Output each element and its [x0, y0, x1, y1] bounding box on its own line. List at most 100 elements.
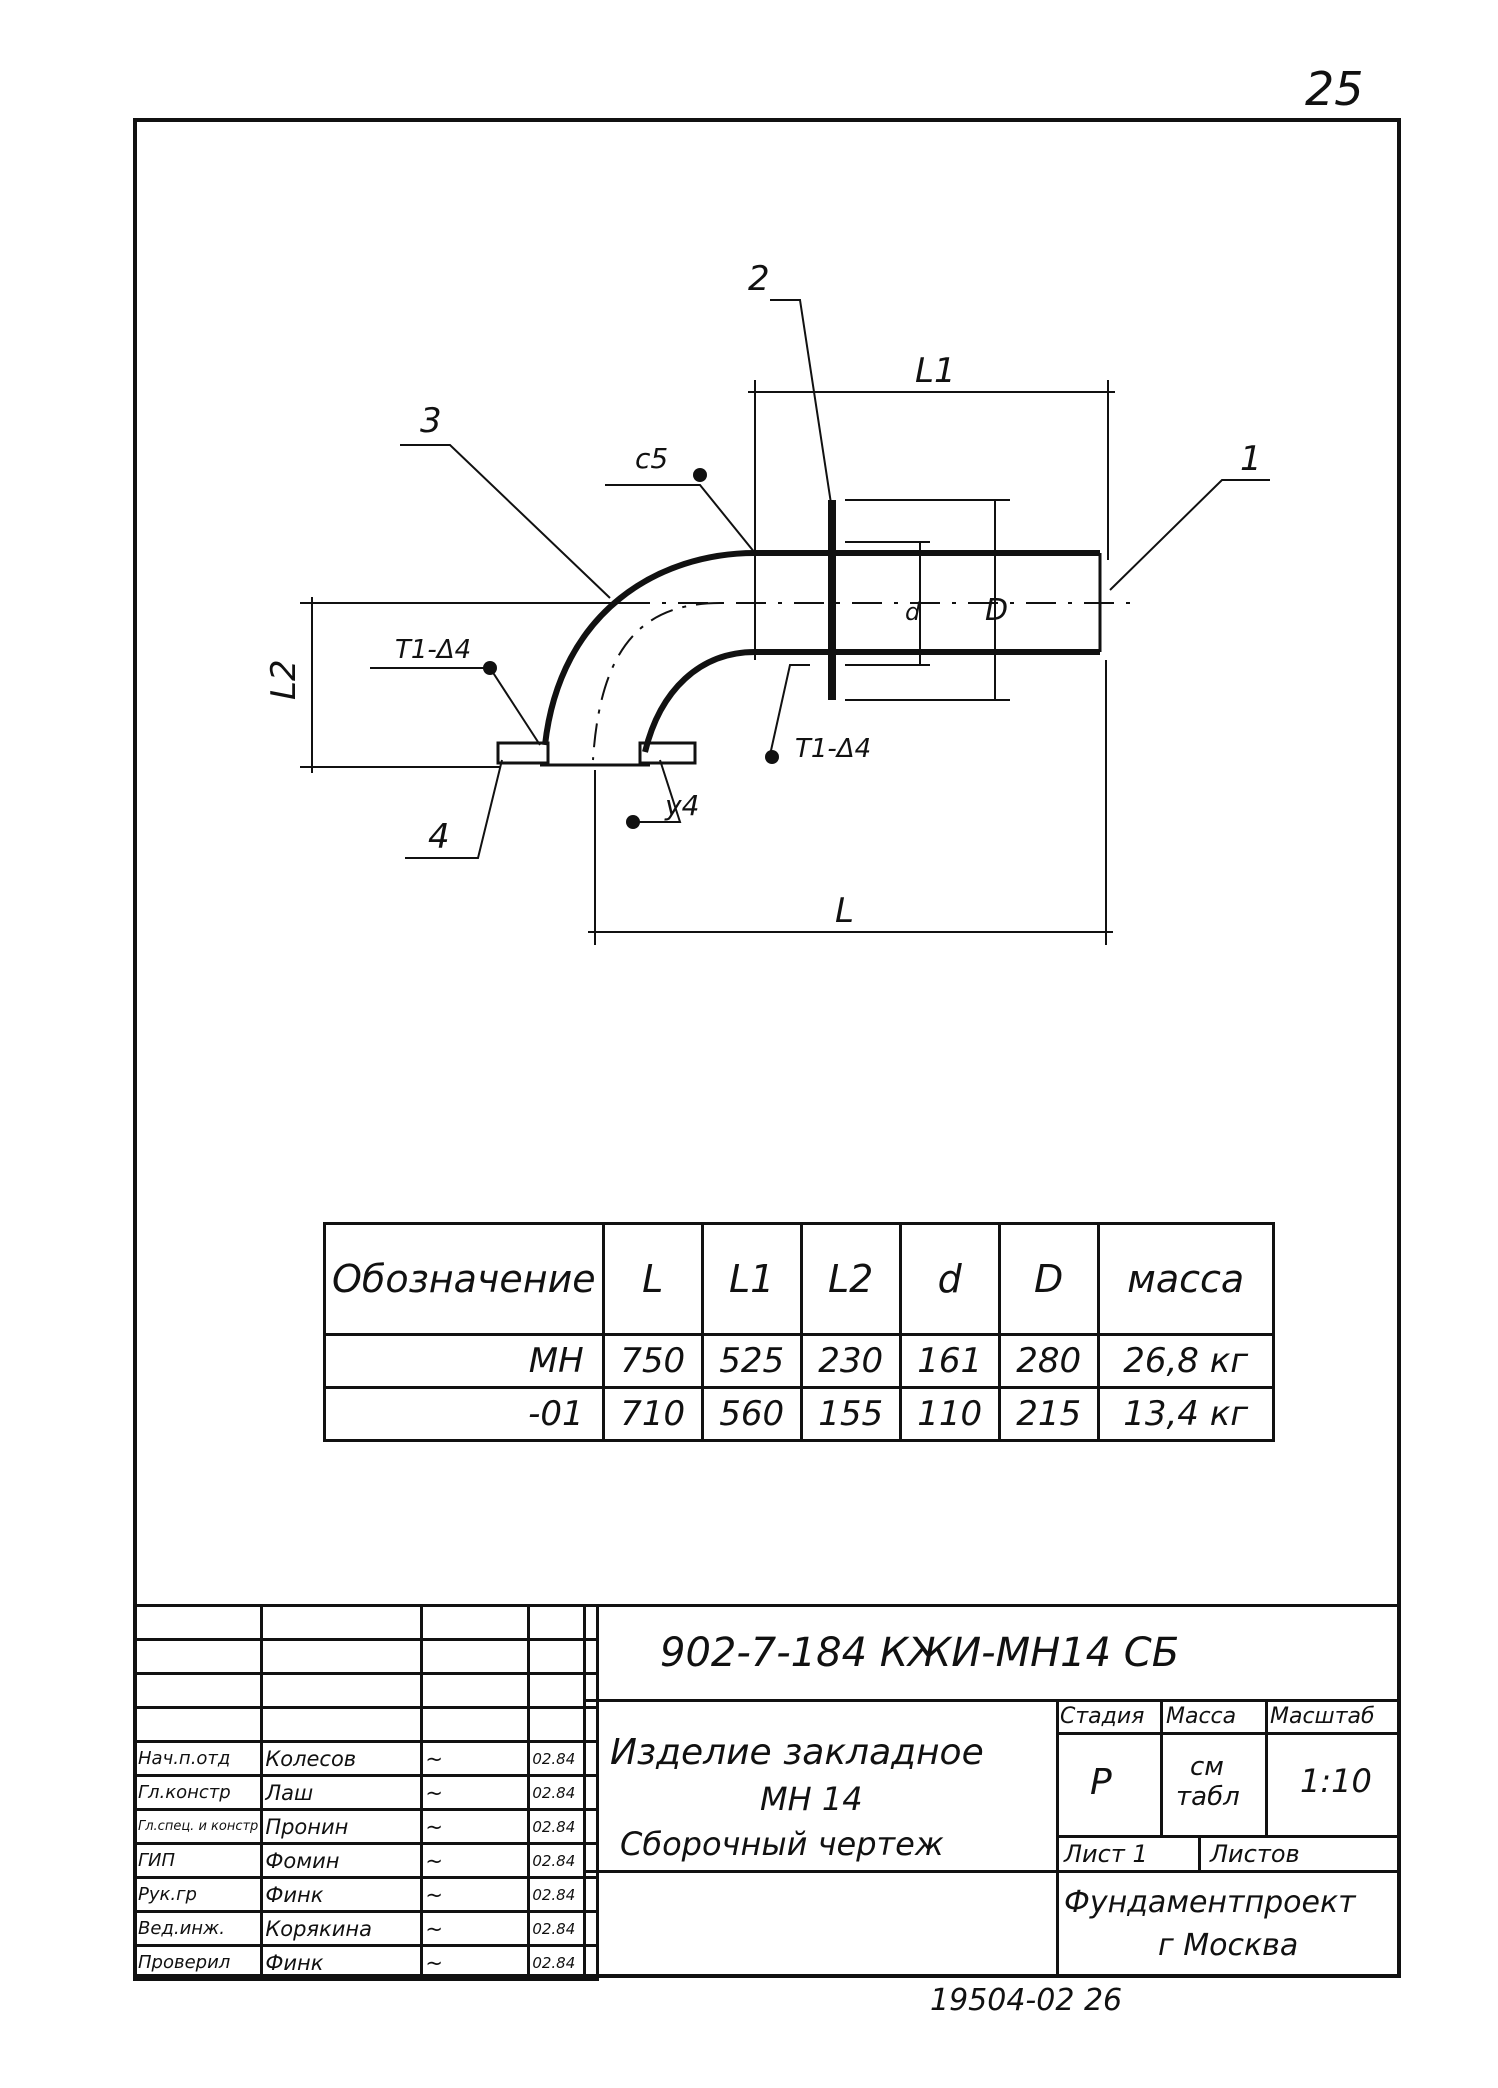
spec-cell: 710 — [601, 1386, 704, 1442]
signature: ~ — [420, 1944, 531, 1981]
signature: ~ — [420, 1808, 531, 1845]
signature: ~ — [420, 1740, 531, 1777]
spec-header: L2 — [799, 1222, 902, 1336]
organization: Фундаментпроект — [1064, 1885, 1356, 1920]
spec-header: d — [898, 1222, 1001, 1336]
signer-role: Рук.гр — [132, 1876, 264, 1913]
leader-y4 — [632, 759, 682, 823]
callout-1: 1 — [1240, 439, 1262, 479]
sheet-number: 25 — [1305, 62, 1364, 116]
spec-header: Обозначение — [323, 1222, 605, 1336]
bend-inner — [642, 649, 756, 753]
title-line-3: Сборочный чертеж — [620, 1825, 944, 1863]
city: г Москва — [1158, 1928, 1299, 1963]
weld-label-y4: y4 — [664, 789, 699, 822]
ring-left — [496, 741, 550, 765]
signer-name: Фомин — [260, 1842, 424, 1879]
spec-header: масса — [1096, 1222, 1275, 1336]
spec-cell: 110 — [898, 1386, 1001, 1442]
dim-D: D — [985, 593, 1008, 628]
table-row: Вед.инж.Корякина~02.84 — [132, 1910, 600, 1947]
title-line-1: Изделие закладное — [610, 1732, 984, 1773]
signature: ~ — [420, 1910, 531, 1947]
signer-name: Финк — [260, 1944, 424, 1981]
bend-outer — [542, 550, 756, 746]
spec-cell: 155 — [799, 1386, 902, 1442]
stage-value: Р — [1090, 1762, 1112, 1803]
signer-name: Лаш — [260, 1774, 424, 1811]
spec-table: Обозначение L L1 L2 d D масса МН 750 525… — [323, 1222, 1275, 1442]
signer-role: Вед.инж. — [132, 1910, 264, 1947]
table-row: -01 710 560 155 110 215 13,4 кг — [323, 1386, 1275, 1442]
signer-role: ГИП — [132, 1842, 264, 1879]
leader-4 — [405, 759, 503, 859]
title-line-2: МН 14 — [760, 1780, 863, 1818]
document-code: 902-7-184 КЖИ-МН14 СБ — [660, 1630, 1180, 1676]
spec-cell: 560 — [700, 1386, 803, 1442]
callout-3: 3 — [420, 401, 442, 441]
callout-4: 4 — [428, 817, 450, 857]
sign-date: 02.84 — [527, 1944, 600, 1981]
spec-cell: 161 — [898, 1333, 1001, 1389]
signature: ~ — [420, 1876, 531, 1913]
signer-role: Нач.п.отд — [132, 1740, 264, 1777]
leader-2 — [770, 299, 833, 511]
spec-header-row: Обозначение L L1 L2 d D масса — [323, 1222, 1275, 1336]
spec-cell: 215 — [997, 1386, 1100, 1442]
mass-header: Масса — [1166, 1704, 1237, 1729]
dim-l: L — [835, 891, 854, 931]
leader-t1-left — [370, 667, 541, 746]
stage-header: Стадия — [1060, 1704, 1145, 1729]
signer-name: Пронин — [260, 1808, 424, 1845]
leader-t1-right — [769, 664, 810, 756]
signer-role: Гл.констр — [132, 1774, 264, 1811]
spec-header: D — [997, 1222, 1100, 1336]
sheet-label: Лист 1 — [1064, 1840, 1148, 1868]
sign-date: 02.84 — [527, 1910, 600, 1947]
dim-l2: L2 — [264, 659, 304, 700]
spec-header: L1 — [700, 1222, 803, 1336]
signer-name: Колесов — [260, 1740, 424, 1777]
ring-right — [638, 741, 697, 765]
archive-number: 19504-02 26 — [930, 1983, 1123, 2018]
spec-cell: -01 — [323, 1386, 605, 1442]
spec-cell: МН — [323, 1333, 605, 1389]
spec-cell: 13,4 кг — [1096, 1386, 1275, 1442]
signature: ~ — [420, 1842, 531, 1879]
spec-cell: 525 — [700, 1333, 803, 1389]
weld-label-c5: c5 — [635, 442, 668, 475]
mass-value-1: см — [1190, 1752, 1224, 1782]
scale-value: 1:10 — [1300, 1762, 1372, 1800]
sign-date: 02.84 — [527, 1774, 600, 1811]
organization-cell — [1056, 1870, 1401, 1978]
spec-cell: 26,8 кг — [1096, 1333, 1275, 1389]
weld-label-t1-right: T1-Δ4 — [795, 734, 871, 764]
leader-c5 — [605, 484, 756, 554]
dim-l1: L1 — [915, 351, 956, 391]
signer-name: Корякина — [260, 1910, 424, 1947]
assembly-drawing: 1 2 3 4 c5 T1-Δ4 T1-Δ4 y4 L1 L2 L d D — [264, 259, 1270, 945]
signer-role: Проверил — [132, 1944, 264, 1981]
sign-date: 02.84 — [527, 1808, 600, 1845]
dim-d: d — [905, 598, 921, 626]
sheets-label: Листов — [1210, 1840, 1300, 1868]
sign-date: 02.84 — [527, 1740, 600, 1777]
signer-name: Финк — [260, 1876, 424, 1913]
callout-2: 2 — [748, 259, 770, 299]
spec-cell: 280 — [997, 1333, 1100, 1389]
signature: ~ — [420, 1774, 531, 1811]
signer-role: Гл.спец. и констр — [132, 1808, 264, 1845]
leader-1 — [1109, 479, 1270, 591]
spec-cell: 750 — [601, 1333, 704, 1389]
leader-3 — [400, 444, 611, 599]
spec-cell: 230 — [799, 1333, 902, 1389]
spec-header: L — [601, 1222, 704, 1336]
scale-header: Масштаб — [1270, 1704, 1375, 1729]
